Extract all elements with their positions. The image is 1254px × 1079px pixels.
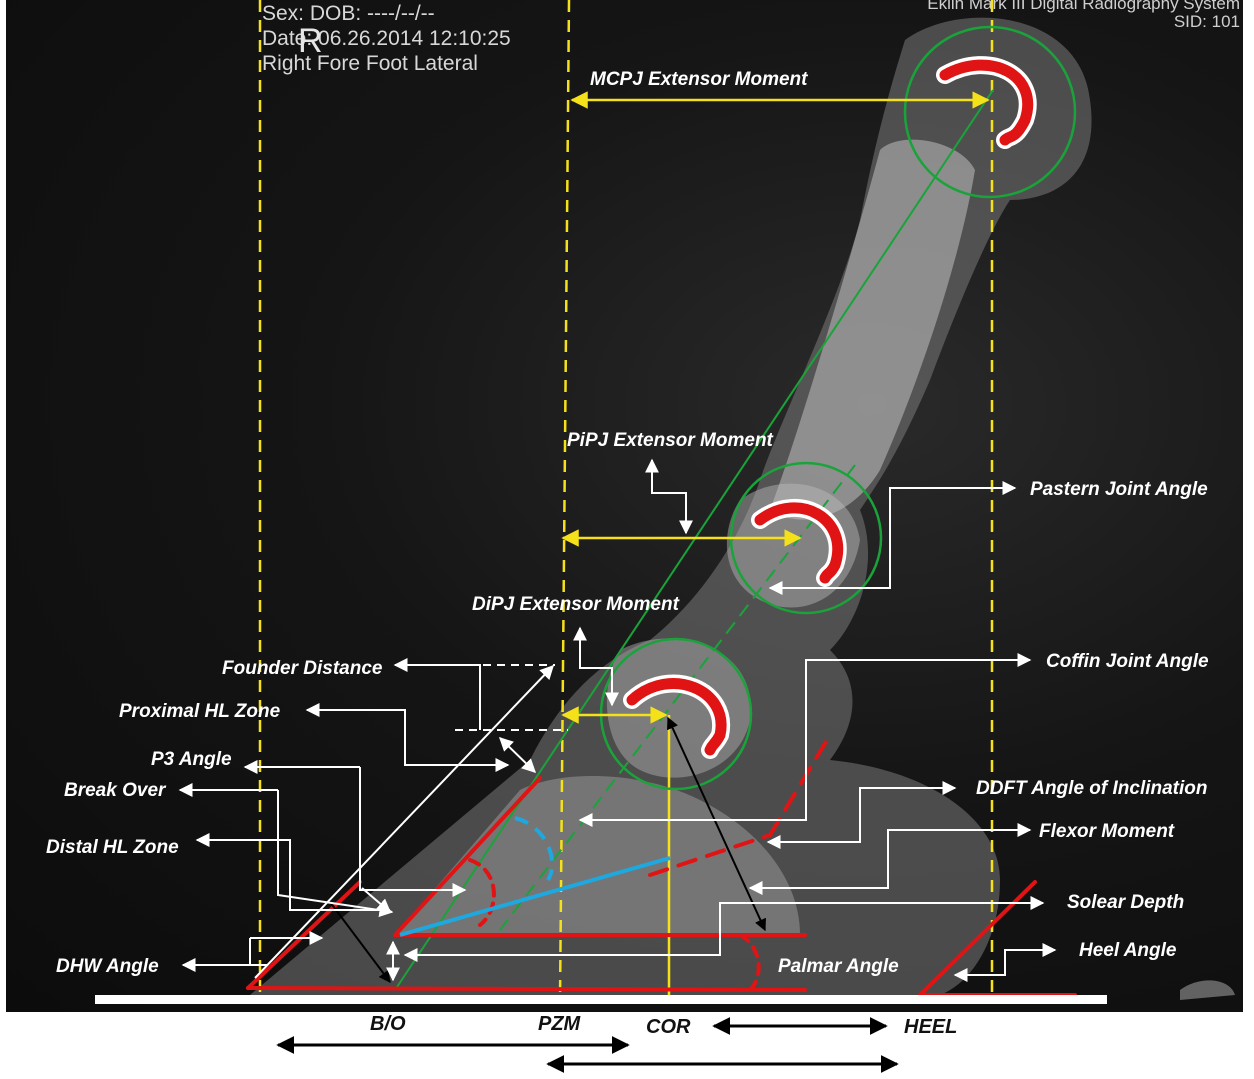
annotation-labels: MCPJ Extensor Moment PiPJ Extensor Momen… — [46, 69, 1209, 977]
sid-label: SID: 101 — [1173, 12, 1240, 31]
axis-bo: B/O — [370, 1013, 406, 1035]
guide-pzm — [558, 0, 571, 1001]
side-marker: R — [298, 22, 323, 60]
label-break-over: Break Over — [64, 780, 167, 801]
blue-arc — [514, 816, 555, 882]
label-proximal-hl-zone: Proximal HL Zone — [119, 701, 281, 722]
header-sex-dob: Sex: DOB: ----/--/-- — [262, 2, 435, 25]
system-name: Eklin Mark III Digital Radiography Syste… — [927, 0, 1240, 13]
proximal-hl-leader — [305, 703, 510, 772]
label-pastern-joint-angle: Pastern Joint Angle — [1030, 479, 1208, 500]
heel-angle-leader — [953, 943, 1057, 982]
bottom-axis: B/O PZM COR HEEL — [276, 1013, 957, 1073]
ground-red-line — [246, 986, 807, 992]
ground-line — [95, 995, 1107, 1004]
label-coffin-joint-angle: Coffin Joint Angle — [1046, 651, 1209, 672]
label-founder-distance: Founder Distance — [222, 658, 383, 679]
label-solear-depth: Solear Depth — [1067, 892, 1184, 913]
distal-hl-leader — [195, 833, 390, 911]
pipj-leader — [645, 458, 693, 535]
label-ddft-angle: DDFT Angle of Inclination — [976, 778, 1208, 799]
axis-pzm: PZM — [538, 1013, 582, 1035]
mcpj-moment-arc — [939, 59, 1034, 146]
label-p3-angle: P3 Angle — [151, 749, 232, 770]
marker-blob — [1180, 980, 1235, 1000]
label-palmar-angle: Palmar Angle — [778, 956, 899, 977]
limb-silhouette — [250, 17, 1235, 1000]
leader-lines — [178, 458, 1057, 982]
flexor-leader — [748, 823, 1032, 895]
header-view: Right Fore Foot Lateral — [262, 52, 478, 75]
pastern-angle-leader — [768, 481, 1017, 595]
label-mcpj: MCPJ Extensor Moment — [590, 69, 808, 90]
mcpj-circle — [903, 25, 1077, 199]
founder-leader — [393, 658, 481, 730]
distal-hl-arrow — [329, 901, 391, 983]
solear-leader — [403, 896, 1045, 962]
label-dhw-angle: DHW Angle — [56, 956, 159, 977]
coffin-angle-leader — [578, 653, 1032, 827]
label-flexor-moment: Flexor Moment — [1039, 821, 1175, 842]
cannon-bone — [770, 139, 975, 520]
label-dipj: DiPJ Extensor Moment — [472, 594, 680, 615]
label-heel-angle: Heel Angle — [1079, 940, 1177, 961]
label-distal-hl-zone: Distal HL Zone — [46, 837, 179, 858]
axis-cor: COR — [646, 1016, 691, 1038]
label-pipj: PiPJ Extensor Moment — [567, 430, 774, 451]
header-date: Date: 06.26.2014 12:10:25 — [262, 27, 511, 50]
dhw-line — [246, 880, 362, 990]
axis-heel: HEEL — [904, 1016, 957, 1038]
